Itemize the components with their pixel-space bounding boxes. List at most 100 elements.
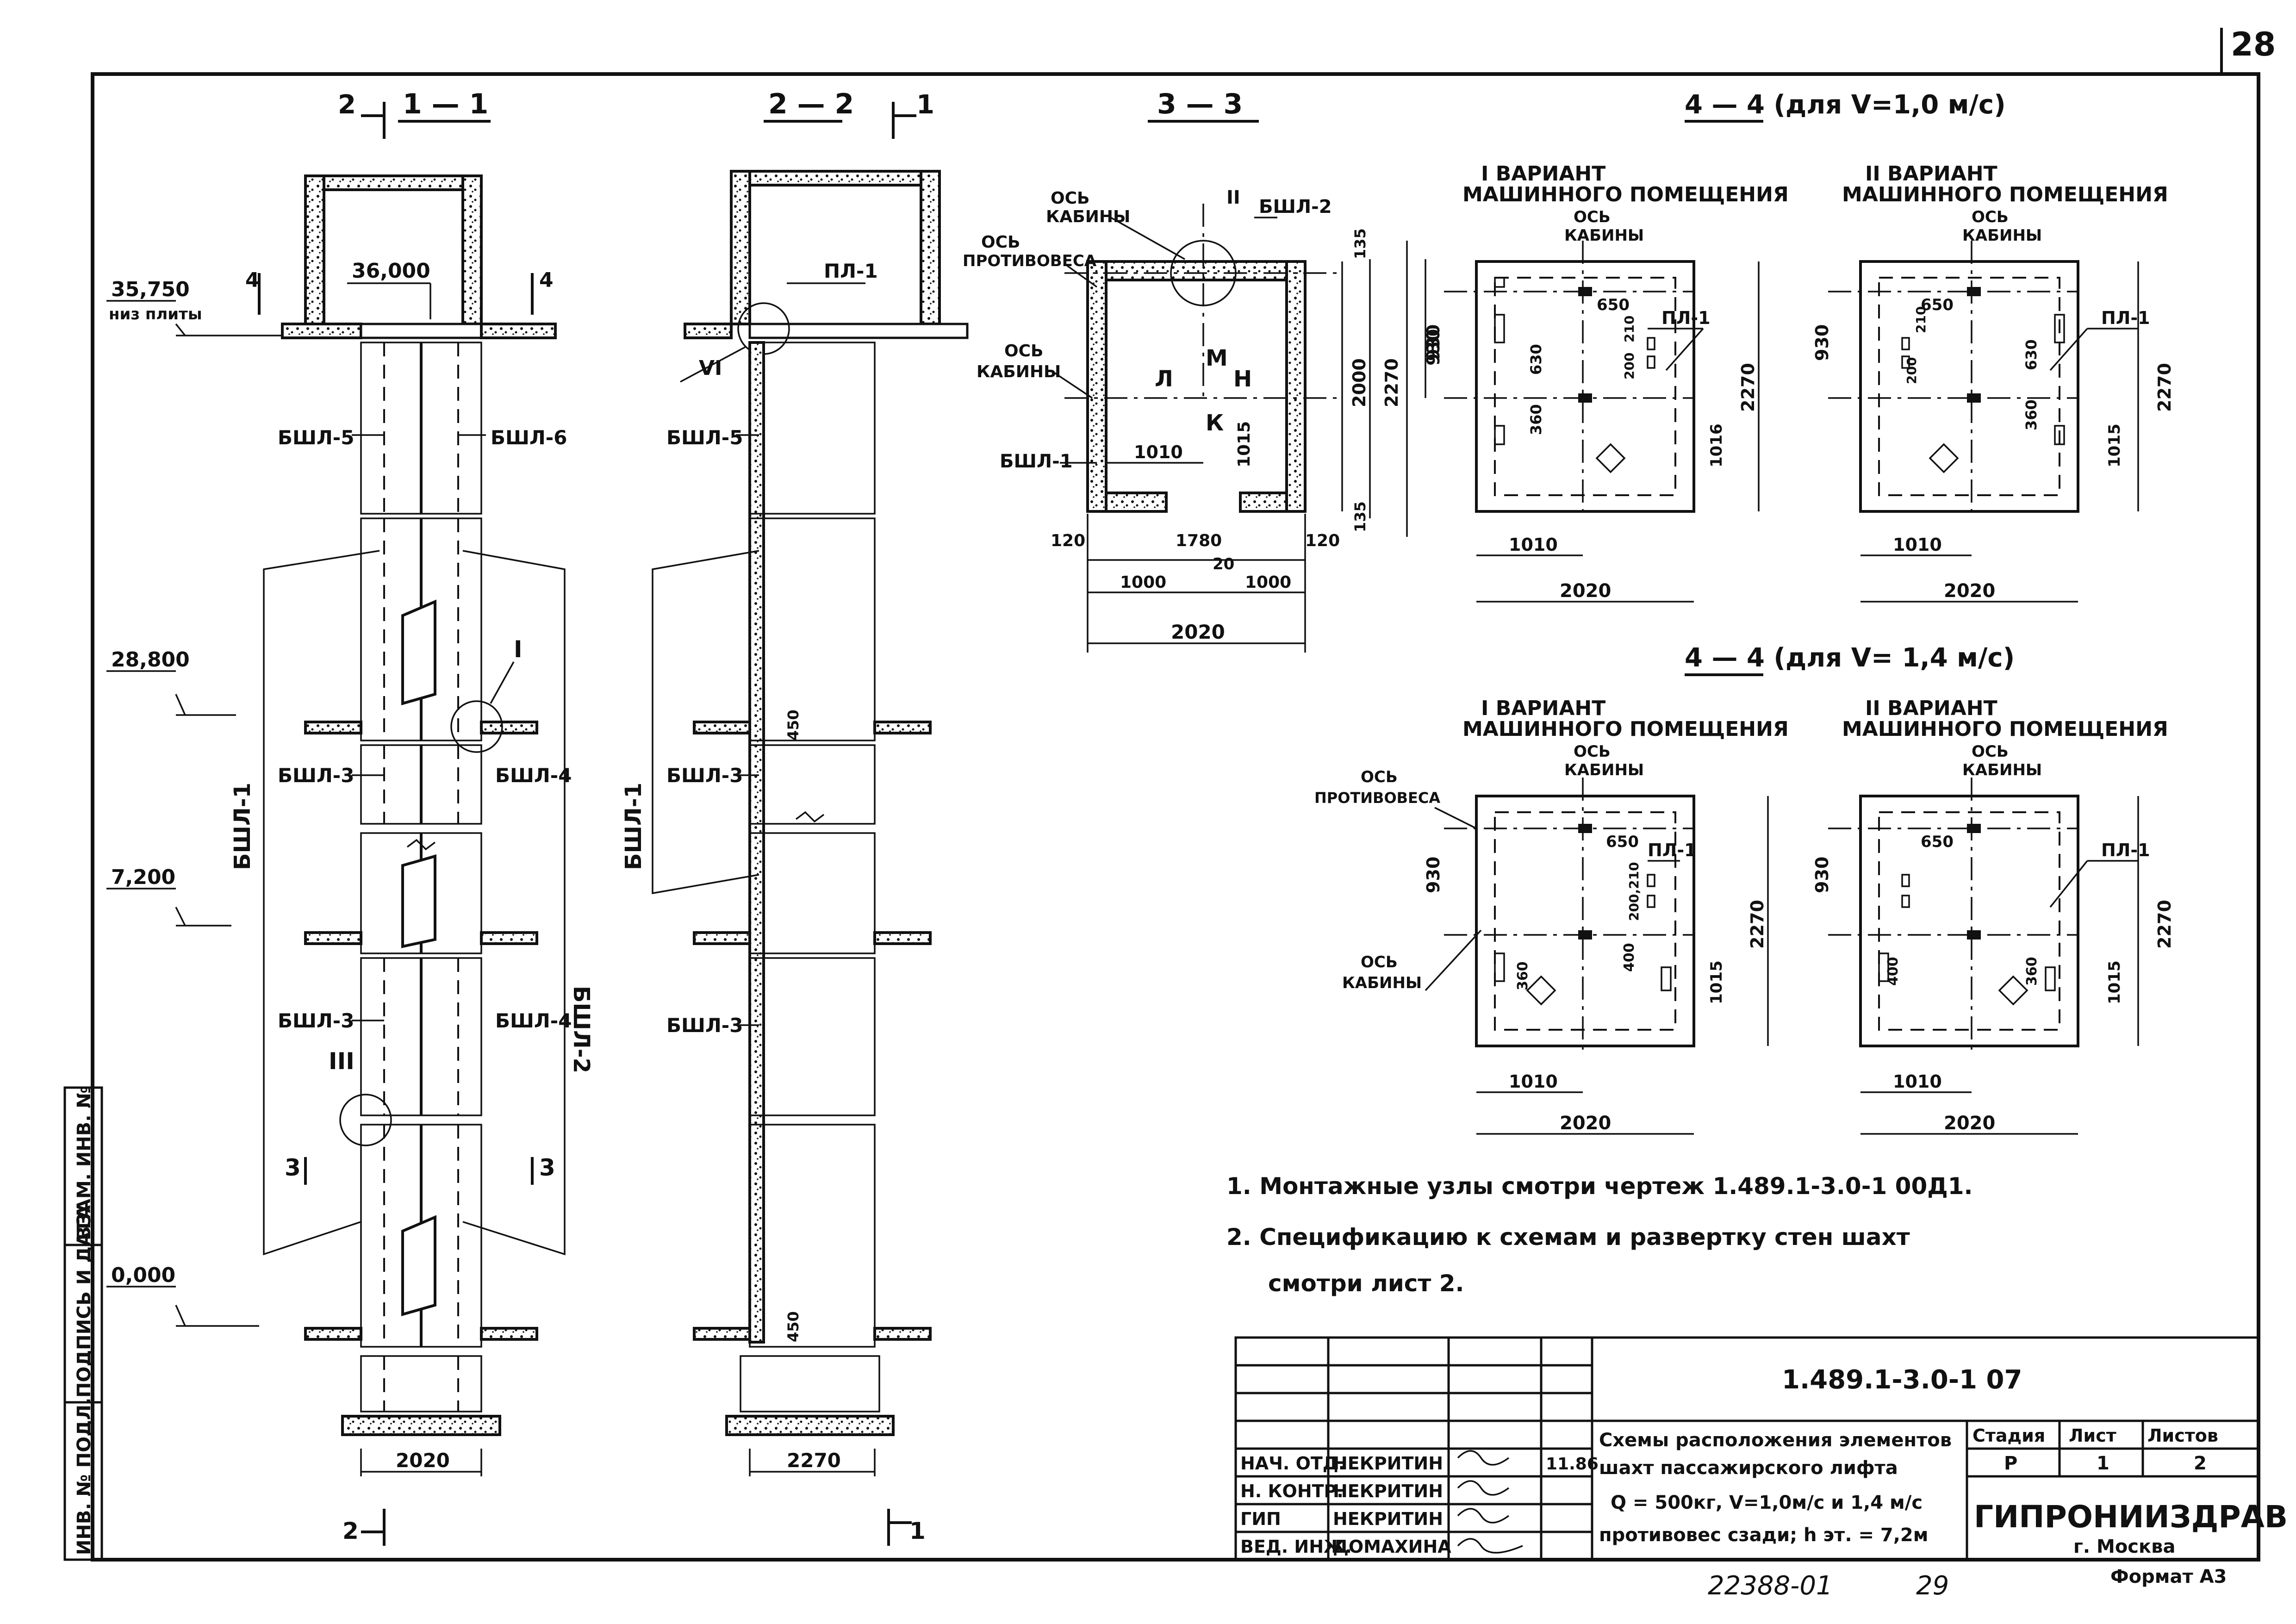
label-pl1: ПЛ-1 <box>2101 308 2150 328</box>
break-line <box>406 839 436 851</box>
machine-room-wall <box>304 174 325 325</box>
section-4-4-v10-label: 4 — 4 (для V=1,0 м/с) <box>1685 90 2006 120</box>
axis-cabin-label: ОСЬ <box>1972 208 2009 226</box>
label-bshl4: БШЛ-4 <box>495 1009 572 1032</box>
bshl1-envelope <box>652 550 759 895</box>
level-0000: 0,000 <box>111 1263 175 1287</box>
dim-135-top: 135 <box>1351 228 1369 259</box>
note-2: 2. Спецификацию к схемам и развертку сте… <box>1226 1224 1910 1251</box>
org-city: г. Москва <box>2073 1536 2175 1557</box>
axis-cabin-label: КАБИНЫ <box>1564 226 1644 245</box>
dim-360: 360 <box>2024 957 2040 986</box>
sheets-header: Листов <box>2147 1425 2218 1446</box>
node-VI-label: VI <box>699 356 722 380</box>
variant-2-line1: II ВАРИАНТ <box>1865 162 1997 186</box>
dim-2270: 2270 <box>1747 900 1767 949</box>
mark-2-bottom: 2 <box>342 1518 359 1544</box>
variant-1-line2: МАШИННОГО ПОМЕЩЕНИЯ <box>1462 183 1789 206</box>
foundation <box>725 1415 895 1436</box>
floor-slab <box>693 931 751 945</box>
break-line <box>795 811 825 823</box>
dim-200: 200 <box>1622 353 1637 380</box>
hole <box>1578 287 1592 296</box>
dim-210: 210 <box>1622 316 1637 342</box>
axis-cabin-label: КАБИНЫ <box>1342 974 1422 992</box>
node-III-circle <box>339 1094 392 1146</box>
level-36000: 36,000 <box>352 259 430 283</box>
level-35750: 35,750 <box>111 278 190 301</box>
level-leader <box>175 907 186 926</box>
dim-210: 210 <box>1913 306 1929 333</box>
dim-1010: 1010 <box>1134 442 1183 462</box>
door-opening <box>401 599 436 705</box>
org-name: ГИПРОНИИЗДРАВ <box>1974 1499 2288 1535</box>
dim-2270: 2270 <box>2154 900 2175 949</box>
door-opening <box>401 1215 436 1316</box>
node-I-label: I <box>514 636 523 663</box>
plan-slab-inner <box>1878 811 2060 1031</box>
role-4: ВЕД. ИНЖ. <box>1240 1537 1352 1557</box>
note-2-cont: смотри лист 2. <box>1268 1270 1464 1297</box>
section-3-3: 3 — 3 II ОСЬ КАБИНЫ ОСЬ ПРОТИВОВЕСА ОСЬ … <box>963 88 1444 653</box>
variant-2-line2: МАШИННОГО ПОМЕЩЕНИЯ <box>1842 717 2168 741</box>
dim-360: 360 <box>2022 399 2040 430</box>
hole-diamond <box>1929 443 1959 473</box>
label-bshl3: БШЛ-3 <box>278 764 354 787</box>
plan-wall-bottom <box>1239 492 1288 513</box>
leader <box>1110 217 1185 260</box>
mark-4-left: 4 <box>245 268 260 292</box>
hole <box>1578 824 1592 833</box>
dim-1015: 1015 <box>2105 423 2124 467</box>
plan-slab-outline <box>1859 260 2079 513</box>
node-II-label: II <box>1226 187 1240 208</box>
variant-1-line1: I ВАРИАНТ <box>1481 697 1605 720</box>
hole <box>1647 355 1655 369</box>
footer-inv: 22388-01 <box>1708 1571 1833 1601</box>
bshl2-envelope <box>462 550 566 1256</box>
machine-room-roof <box>730 170 941 187</box>
dim-20: 20 <box>1213 555 1234 573</box>
leader <box>680 346 746 383</box>
section-1-1-label: 1 — 1 <box>403 88 488 120</box>
dim-1015: 1015 <box>1235 421 1254 467</box>
hole <box>1901 874 1910 887</box>
hole <box>1494 425 1505 445</box>
axis-cabin-1: ОСЬ <box>1051 189 1089 208</box>
dim-930: 930 <box>1812 857 1832 893</box>
dim-930: 930 <box>1423 857 1444 893</box>
floor-slab <box>480 721 538 734</box>
bshl1-envelope <box>263 550 380 1256</box>
hole <box>1494 952 1505 982</box>
dim-1015: 1015 <box>2105 960 2124 1004</box>
leader <box>1434 807 1477 829</box>
axis-cw-2: ПРОТИВОВЕСА <box>963 252 1097 270</box>
leader <box>1050 369 1093 399</box>
title-block: 1.489.1-3.0-1 07 Схемы расположения элем… <box>1234 1336 2288 1561</box>
notes: 1. Монтажные узлы смотри чертеж 1.489.1-… <box>1226 1173 1973 1297</box>
dim-2270: 2270 <box>787 1449 841 1472</box>
label-pl1: ПЛ-1 <box>824 260 878 282</box>
hole <box>1494 277 1505 288</box>
stage-header: Стадия <box>1972 1425 2045 1446</box>
plan-wall-right <box>1285 260 1307 513</box>
signature <box>1457 1508 1510 1524</box>
dim-930: 930 <box>1812 324 1832 361</box>
section-4-4-v10: 4 — 4 (для V=1,0 м/с) I ВАРИАНТ МАШИННОГ… <box>1423 90 2175 603</box>
shaft-block <box>749 832 876 954</box>
dim-2270: 2270 <box>1738 363 1758 412</box>
dim-1000-left: 1000 <box>1120 573 1166 592</box>
label-bshl6: БШЛ-6 <box>491 426 567 449</box>
label-bshl5: БШЛ-5 <box>666 426 743 449</box>
axis-cabin-label: КАБИНЫ <box>1962 226 2042 245</box>
plan-slab-outline <box>1475 260 1695 513</box>
pit-block <box>740 1355 880 1412</box>
dim-1780: 1780 <box>1176 531 1222 550</box>
hole-diamond <box>1526 975 1556 1006</box>
plan-slab-inner <box>1494 811 1676 1031</box>
door-opening <box>401 854 436 948</box>
dir-m: М <box>1206 345 1228 371</box>
machine-room-wall <box>461 174 483 325</box>
dim-650: 650 <box>1921 296 1954 314</box>
sheet-frame <box>91 72 2260 1562</box>
